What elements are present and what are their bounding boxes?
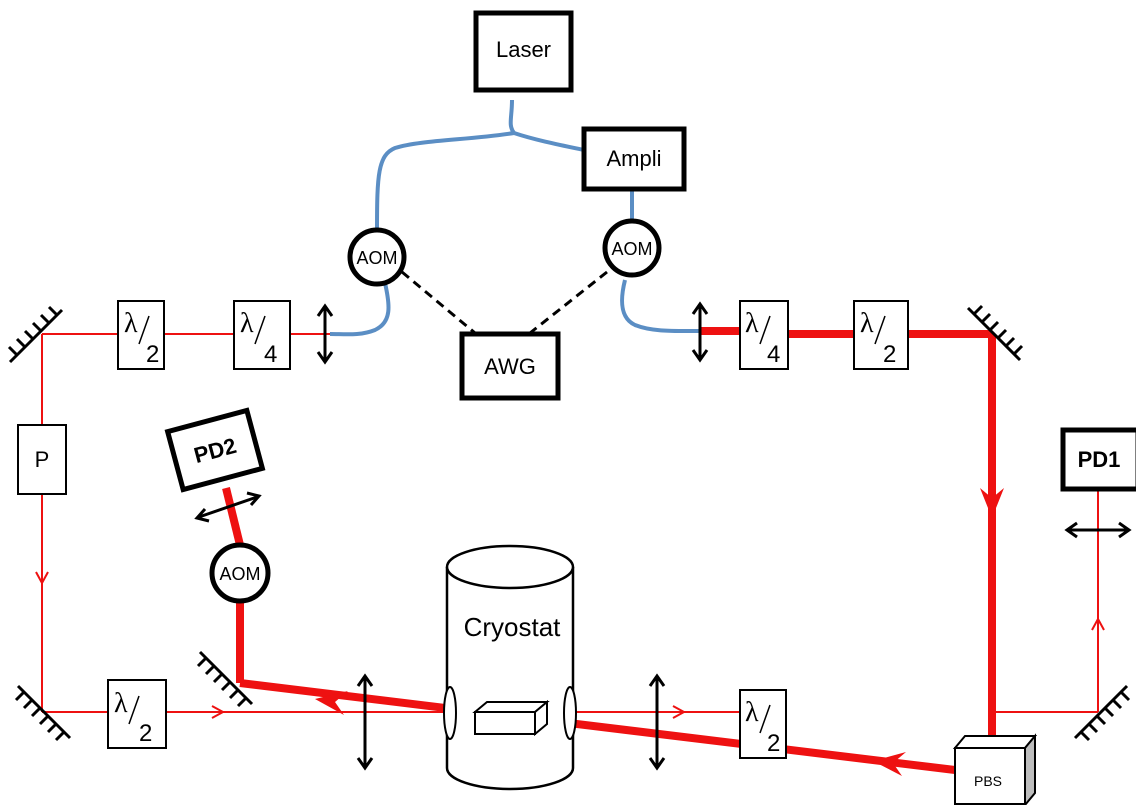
- svg-text:λ: λ: [240, 308, 254, 339]
- fiber-laser-to-split: [508, 99, 516, 135]
- polarizer-label: P: [35, 447, 50, 472]
- svg-text:λ: λ: [745, 697, 759, 728]
- waveplate-half-bottom-right: λ 2: [739, 689, 787, 759]
- fiber-split-to-ampli: [513, 131, 585, 152]
- crystal-sample: [472, 699, 550, 737]
- svg-text:λ: λ: [860, 308, 874, 339]
- aom-detect: AOM: [209, 542, 271, 604]
- awg-box: AWG: [459, 331, 561, 401]
- arrow-left-down: [35, 571, 49, 586]
- pd1-box: PD1: [1060, 427, 1136, 492]
- mirror-top-left: [7, 305, 64, 364]
- cryostat-label: Cryostat: [464, 612, 562, 642]
- polarizer-box: P: [17, 424, 67, 495]
- mirror-bottom-right: [1073, 684, 1131, 742]
- beam-aom-to-pd2: [222, 487, 244, 546]
- lens-bottom-left: [356, 673, 374, 771]
- awg-label: AWG: [484, 354, 536, 379]
- fiber-lines: [329, 99, 701, 337]
- waveplate-half-bottom-left: λ 2: [107, 679, 167, 749]
- cryostat-window-right: [563, 686, 577, 740]
- svg-text:4: 4: [767, 341, 780, 368]
- thin-beam-arrows: [35, 571, 1105, 719]
- lens-top-right: [691, 301, 709, 363]
- cryostat: Cryostat: [443, 544, 577, 791]
- svg-text:λ: λ: [745, 308, 759, 339]
- arrow-bottom-right-2: [672, 705, 687, 719]
- cryostat-window-left: [443, 686, 457, 740]
- mirror-top-right: [966, 304, 1024, 362]
- mirror-detect: [196, 650, 254, 708]
- laser-box: Laser: [473, 10, 574, 93]
- thick-beam-arrows: [315, 488, 1004, 776]
- lens-top-left: [316, 303, 334, 365]
- waveplate-quarter-top-left: λ 4: [233, 300, 291, 370]
- lenses: [194, 301, 1132, 771]
- thick-beams: [222, 327, 996, 774]
- waveplate-quarter-top-right: λ 4: [739, 300, 789, 370]
- arrow-right-up: [1091, 616, 1105, 631]
- fiber-split-to-aom-left: [375, 131, 515, 231]
- beam-pbs-to-left: [239, 679, 956, 774]
- aom-detect-label: AOM: [219, 564, 260, 584]
- pd1-label: PD1: [1078, 447, 1121, 472]
- mirror-bottom-left: [14, 684, 72, 742]
- svg-text:2: 2: [139, 720, 152, 747]
- rf-link-left: [401, 270, 476, 335]
- ampli-label: Ampli: [606, 146, 661, 171]
- rf-links: [401, 270, 608, 335]
- svg-text:λ: λ: [114, 688, 128, 719]
- pd2-box: PD2: [164, 407, 266, 493]
- rf-link-right: [529, 270, 608, 335]
- waveplate-half-top-left: λ 2: [117, 300, 165, 370]
- ampli-box: Ampli: [581, 126, 687, 192]
- arrow-bottom-left-thick-2: [315, 691, 348, 715]
- aom-left: AOM: [347, 227, 407, 287]
- svg-text:2: 2: [767, 730, 780, 757]
- arrow-bottom-left-thick-1: [873, 752, 906, 776]
- lens-bottom-right: [648, 673, 666, 771]
- pbs-label: PBS: [974, 773, 1002, 789]
- mirrors: [7, 304, 1131, 742]
- aom-left-label: AOM: [356, 248, 397, 268]
- aom-right: AOM: [602, 218, 662, 278]
- arrow-right-down-thick: [980, 488, 1004, 518]
- lens-pd2: [194, 491, 262, 523]
- pbs-cube: PBS: [952, 733, 1038, 805]
- svg-text:λ: λ: [124, 308, 138, 339]
- waveplate-half-top-right: λ 2: [853, 300, 909, 370]
- svg-text:2: 2: [883, 341, 896, 368]
- svg-text:2: 2: [146, 341, 159, 368]
- svg-text:4: 4: [264, 341, 277, 368]
- aom-right-label: AOM: [611, 239, 652, 259]
- lens-pd1: [1064, 521, 1132, 539]
- fiber-aom-left-out: [329, 282, 391, 337]
- laser-label: Laser: [496, 37, 551, 62]
- arrow-bottom-right-1: [211, 705, 226, 719]
- fiber-aom-right-out: [620, 279, 701, 334]
